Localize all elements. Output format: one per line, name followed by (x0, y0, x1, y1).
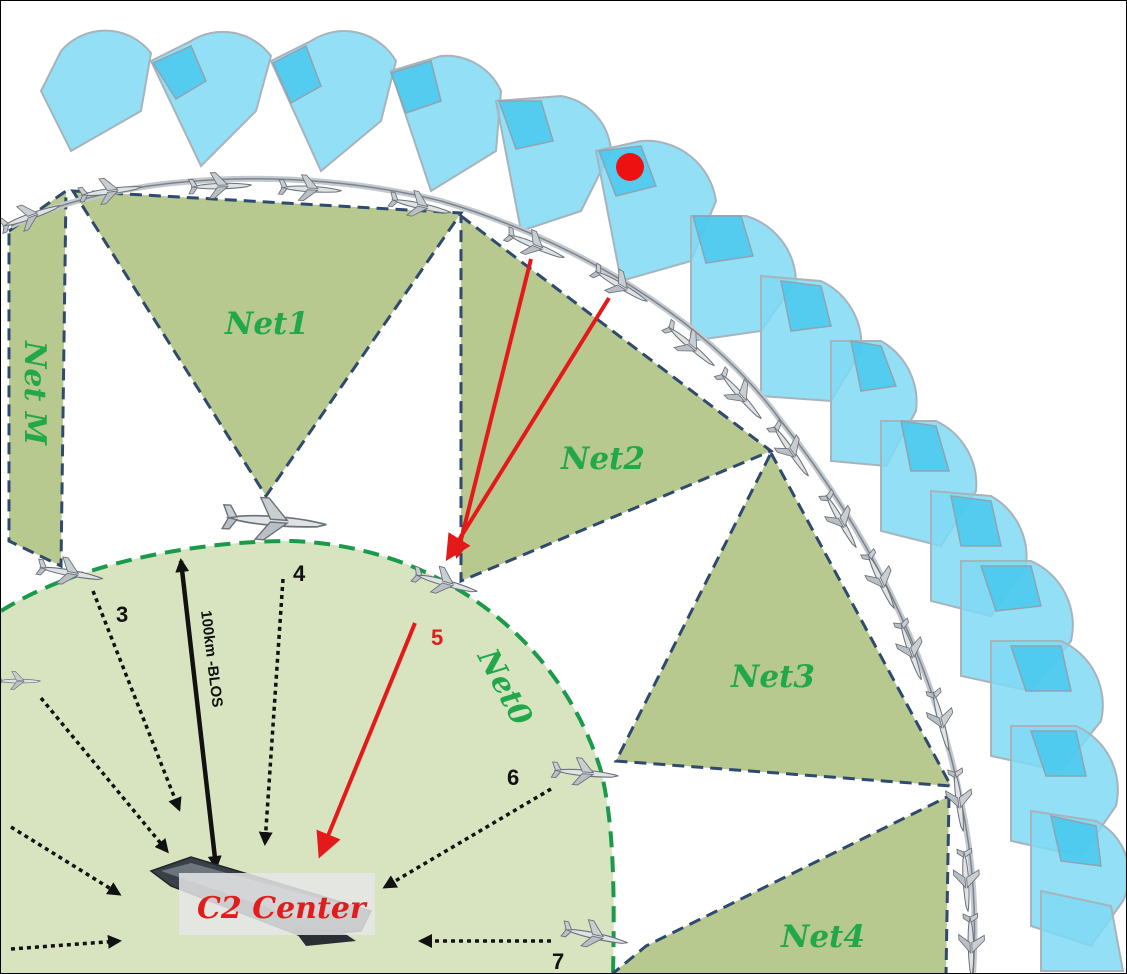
uav-icon (957, 912, 987, 973)
dotted-arrow-3 (91, 590, 182, 812)
blos-link-arrow (175, 558, 222, 870)
uav-icon (187, 170, 253, 200)
red-arrow-1 (453, 258, 533, 559)
net3-label: Net3 (730, 659, 815, 695)
node-label-3: 3 (116, 602, 128, 627)
uav-icon (855, 545, 908, 615)
uav-icon (951, 847, 983, 913)
net1-label: Net1 (224, 306, 309, 342)
uav-ring (1, 170, 987, 973)
red-arrow-3 (316, 622, 417, 859)
node-label-4: 4 (293, 561, 306, 586)
node-label-7: 7 (552, 949, 564, 974)
uav-icon (814, 485, 869, 554)
dotted-arrow-left-3 (10, 934, 122, 951)
net-m-label: Net M (17, 340, 52, 446)
node-label-6: 6 (507, 765, 519, 790)
uav-icon (220, 494, 329, 545)
net1-region (70, 189, 464, 499)
dotted-arrow-left-2 (10, 825, 122, 896)
c2-center-box (179, 873, 375, 935)
dotted-arrow-6 (382, 787, 552, 889)
dotted-arrow-left-1 (39, 696, 169, 854)
net4-label: Net4 (780, 919, 865, 955)
red-arrow-2 (445, 296, 611, 562)
coverage-overlaps (151, 44, 1102, 867)
net4-region (611, 793, 951, 973)
net3-region (613, 449, 954, 788)
target-marker-icon (616, 153, 644, 181)
net-m-region (7, 188, 68, 569)
net0-boundary (1, 538, 616, 973)
c2-center-label: C2 Center (197, 891, 368, 926)
net2-label: Net2 (560, 441, 645, 477)
net2-region (459, 212, 774, 584)
net0-region (1, 541, 614, 973)
node-label-5: 5 (431, 625, 443, 650)
